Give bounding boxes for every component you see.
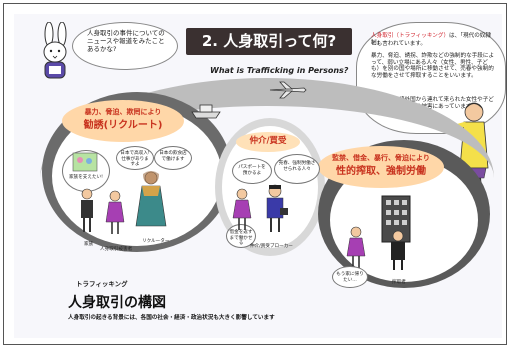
speech-bubble-question: 人身取引の事件についてのニュースや報道をみたことあるかな?	[72, 22, 178, 70]
recruiter-1-text: 日本で高収入!仕事がありますよ	[120, 151, 150, 167]
page-title: 2. 人身取引って何?	[201, 32, 337, 50]
structure-title: 人身取引の構図	[68, 295, 166, 311]
stage-brokerage-title: 仲介/買受	[249, 136, 287, 146]
broker-1-text: パスポートを預かるよ	[238, 165, 266, 176]
victim-girl-2-figure-icon	[232, 188, 252, 230]
definition-term: 人身取引（トラフィッキング）	[371, 33, 450, 39]
caption-broker: 仲介/買受ブローカー	[250, 243, 293, 249]
ship-icon	[191, 104, 221, 119]
exploiter-man-figure-icon	[391, 230, 405, 270]
airplane-icon	[269, 81, 307, 99]
caption-recruited: 人身取引被害者	[100, 246, 133, 252]
speech-bubble-victim-3: もう家に帰りたい…	[332, 266, 368, 288]
victim-thought-text: 家族を支えたい!	[69, 175, 103, 180]
stage-recruitment-means: 暴力、脅迫、欺罔により	[84, 108, 162, 116]
speech-bubble-broker-1: パスポートを預かるよ	[232, 158, 272, 184]
victim-girl-3-figure-icon	[346, 226, 366, 268]
title-banner: 2. 人身取引って何?	[186, 28, 352, 55]
stage-exploitation-label: 監禁、借金、暴行、脅迫により 性的搾取、強制労働	[318, 146, 444, 188]
victim-girl-figure-icon	[105, 190, 125, 234]
broker-3-text: 借金を返すまで働かせる	[229, 230, 253, 246]
rabbit-mascot-icon	[43, 22, 67, 79]
family-figure-icon	[81, 188, 93, 232]
victim-3-text: もう家に帰りたい…	[336, 272, 364, 283]
speech-bubble-recruiter-2: 日本の飲食店で働けます	[154, 146, 192, 170]
recruiter-woman-figure-icon	[135, 171, 167, 227]
stage-recruitment-title: 勧誘(リクルート)	[83, 120, 163, 131]
definition-body: 暴力、脅迫、誘拐、詐欺などの強制的な手段によって、弱い立場にある人々（女性、男性…	[371, 53, 495, 80]
stage-recruitment-label: 暴力、脅迫、欺罔により 勧誘(リクルート)	[62, 100, 184, 142]
caption-exploiter: 搾取者	[392, 279, 406, 285]
caption-family: 家族	[84, 241, 94, 247]
speech-bubble-broker-3: 借金を返すまで働かせる	[226, 224, 256, 248]
structure-subtitle: トラフィッキング	[76, 280, 128, 288]
speech-bubble-broker-2: 売春、強制労働させられる人々	[274, 154, 320, 184]
recruiter-2-text: 日本の飲食店で働けます	[159, 151, 187, 162]
definition-line2: とも言われています。	[371, 41, 426, 47]
definition-quote: は、「現代の奴隷制」	[371, 33, 491, 46]
caption-recruiter: リクルーター	[142, 238, 170, 244]
stage-brokerage-label: 仲介/買受	[236, 132, 300, 152]
stage-exploitation-means: 監禁、借金、暴行、脅迫により	[332, 154, 430, 162]
definition-line1: 人身取引（トラフィッキング）は、「現代の奴隷制」	[371, 33, 495, 46]
family-photo-icon	[72, 152, 98, 172]
background-note: 人身取引の起きる背景には、各国の社会・経済・政治状況も大きく影響しています	[68, 315, 275, 321]
stage-exploitation-title: 性的搾取、強制労働	[336, 166, 426, 177]
broker-man-figure-icon	[266, 184, 288, 232]
page-subtitle: What is Trafficking in Persons?	[210, 66, 349, 75]
building-icon	[381, 195, 411, 243]
speech-bubble-recruiter-1: 日本で高収入!仕事がありますよ	[116, 146, 154, 170]
speech-question-text: 人身取引の事件についてのニュースや報道をみたことあるかな?	[87, 29, 165, 53]
broker-2-text: 売春、強制労働させられる人々	[278, 161, 316, 172]
